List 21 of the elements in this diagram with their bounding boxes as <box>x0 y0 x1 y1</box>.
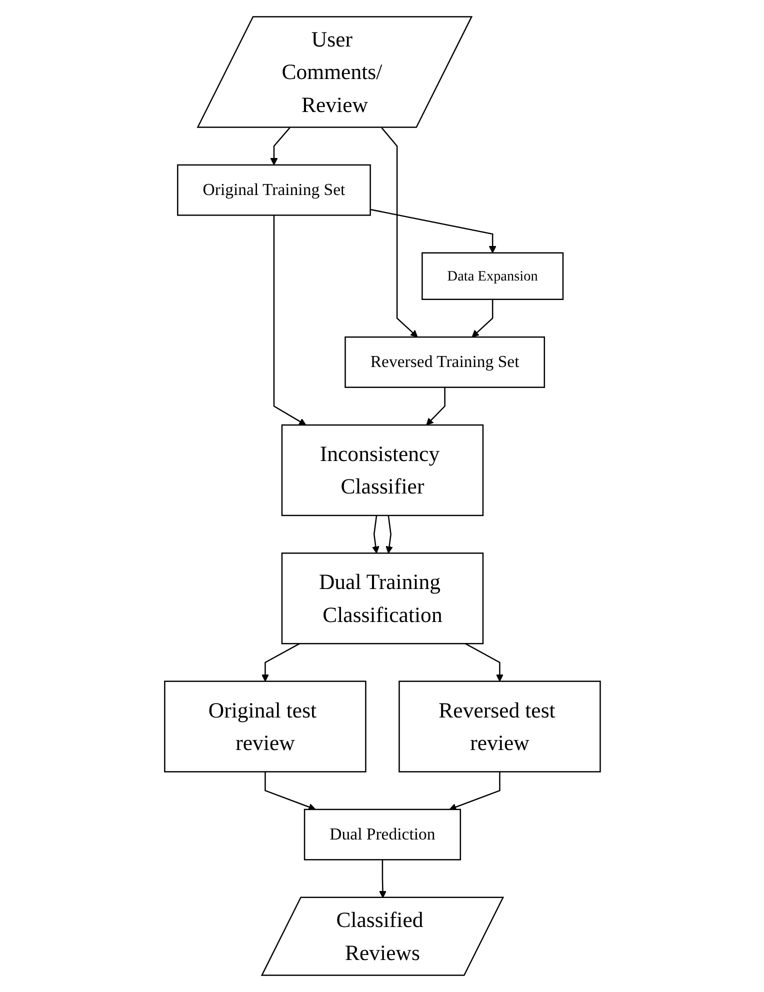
node-box: Dual Training Classification <box>280 552 484 644</box>
arrow <box>261 643 300 682</box>
node-box: Original Training Set <box>176 164 370 216</box>
arrow <box>378 860 386 898</box>
node-box: Dual Prediction <box>303 808 461 860</box>
arrow <box>272 215 306 426</box>
arrow <box>372 515 379 554</box>
node-box: Reversed test review <box>398 680 600 772</box>
node-box: Original test review <box>164 680 366 772</box>
arrow <box>464 643 503 682</box>
arrow <box>385 515 392 554</box>
arrow <box>264 772 316 811</box>
arrow <box>380 127 418 338</box>
arrow <box>426 387 445 426</box>
node-box: Data Expansion <box>421 252 564 300</box>
node-box: Reversed Training Set <box>344 336 545 388</box>
node-box: Inconsistency Classifier <box>280 424 484 516</box>
arrow <box>270 127 290 166</box>
arrow <box>471 299 493 338</box>
arrow <box>370 208 496 254</box>
arrow <box>448 772 500 811</box>
